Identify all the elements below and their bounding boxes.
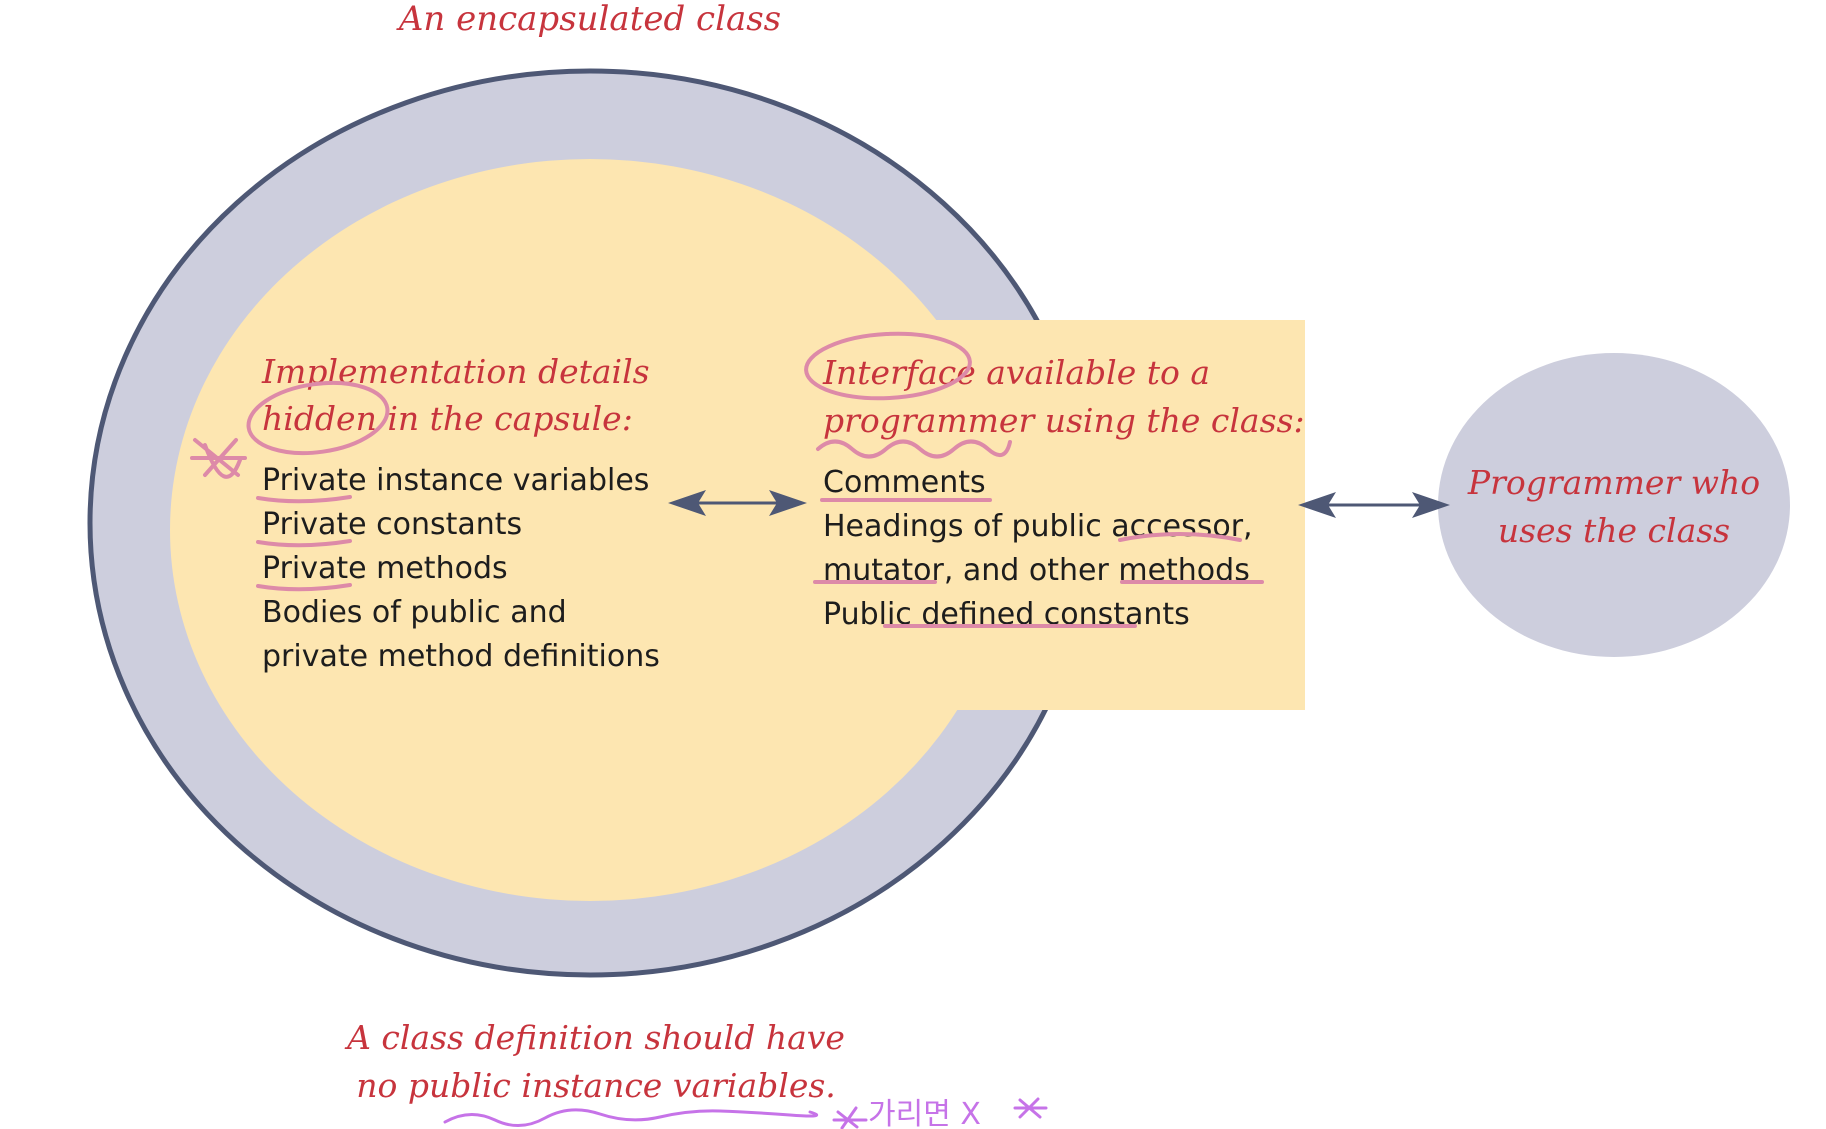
capsule-inner (170, 159, 1010, 901)
private-underline (256, 495, 352, 504)
wavy-underline (443, 1108, 819, 1127)
purple-annotations (443, 1097, 1048, 1129)
interface-item: Headings of public accessor, (823, 509, 1253, 544)
double-arrow-interface-programmer (1298, 492, 1450, 518)
implementation-item: private method definitions (262, 639, 660, 674)
footer-note-line-1: A class definition should have (344, 1018, 845, 1057)
programmer-ellipse (1438, 353, 1790, 657)
accessor-underline (1118, 532, 1242, 542)
interface-item: Comments (823, 465, 986, 500)
handwritten-note: 가리면 X (868, 1097, 981, 1129)
interface-panel (925, 320, 1305, 710)
interface-heading-line-2: programmer using the class: (823, 401, 1305, 440)
double-arrow-implementation-interface (668, 490, 807, 516)
implementation-item: Private instance variables (262, 463, 649, 498)
private-underline (256, 583, 352, 592)
star-mark (1013, 1097, 1048, 1119)
programmer-label-line-2: uses the class (1498, 511, 1730, 550)
star-mark (190, 438, 247, 479)
hidden-circle (246, 380, 390, 456)
private-underline (256, 539, 352, 548)
interface-heading-line-1: Interface available to a (822, 353, 1210, 392)
pink-annotations (190, 331, 1264, 628)
interface-circle (804, 331, 972, 401)
programmer-wavy-underline (816, 439, 1012, 459)
footer-note-line-2: no public instance variables. (356, 1066, 836, 1105)
implementation-item: Bodies of public and (262, 595, 567, 630)
diagram-title: An encapsulated class (396, 0, 781, 39)
implementation-heading-line-2: hidden in the capsule: (262, 399, 633, 438)
programmer-label-line-1: Programmer who (1467, 463, 1760, 502)
star-mark (832, 1106, 868, 1129)
implementation-item: Private constants (262, 507, 522, 542)
implementation-item: Private methods (262, 551, 508, 586)
